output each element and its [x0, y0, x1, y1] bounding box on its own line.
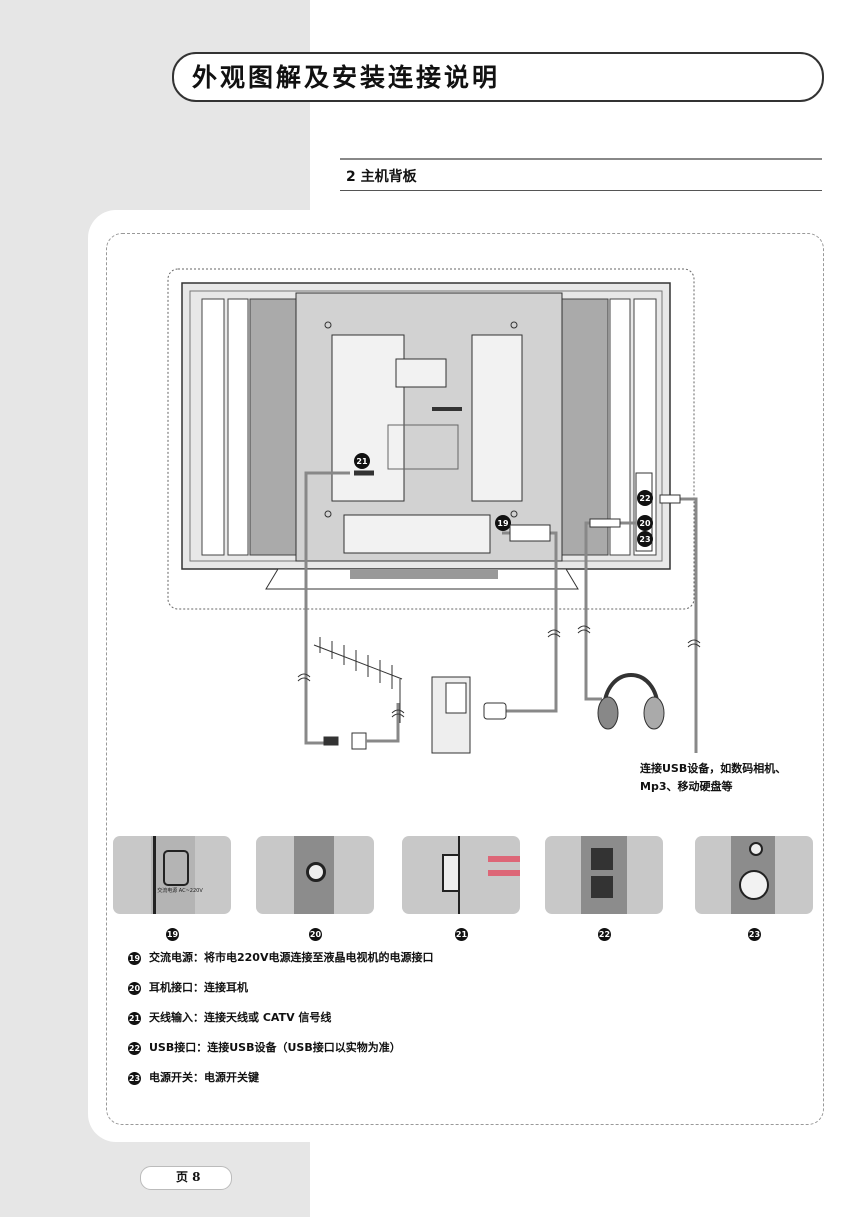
thumb-power: 交流电源 AC~220V [113, 836, 231, 914]
thumb-num: 21 [455, 928, 468, 941]
antenna-feed [366, 703, 400, 743]
page-title: 外观图解及安装连接说明 [192, 63, 501, 92]
dashed-frame [106, 233, 824, 1125]
callout-21: 21 [356, 457, 368, 466]
legend-text: 交流电源：将市电220V电源连接至液晶电视机的电源接口 [149, 951, 434, 964]
callout-20: 20 [639, 519, 651, 528]
antenna-jack-icon [442, 854, 460, 892]
power-jack-icon [163, 850, 189, 886]
power-jack-caption: 交流电源 AC~220V [157, 888, 203, 894]
thumb-num: 19 [166, 928, 179, 941]
callout-badge [495, 515, 511, 531]
power-switch-icon [739, 870, 769, 900]
usb-note-line1: 连接USB设备，如数码相机、 [640, 762, 787, 775]
section-rule-bottom [340, 190, 822, 191]
legend-text: 电源开关：电源开关键 [149, 1071, 259, 1084]
thumb-switch [695, 836, 813, 914]
callout-23: 23 [639, 535, 650, 544]
thumb-antenna [402, 836, 520, 914]
legend-text: 天线输入：连接天线或 CATV 信号线 [149, 1011, 332, 1024]
legend-item: 20 耳机接口：连接耳机 [128, 980, 248, 996]
legend-item: 21 天线输入：连接天线或 CATV 信号线 [128, 1010, 331, 1026]
usb-note: 连接USB设备，如数码相机、 Mp3、移动硬盘等 [640, 760, 786, 796]
thumb-num: 20 [309, 928, 322, 941]
thumb-num: 23 [748, 928, 761, 941]
legend-num: 23 [128, 1071, 141, 1085]
headphones-icon [597, 673, 665, 730]
legend-num: 22 [128, 1041, 141, 1055]
power-plug [509, 524, 551, 542]
legend-item: 19 交流电源：将市电220V电源连接至液晶电视机的电源接口 [128, 950, 433, 966]
callout-22: 22 [639, 494, 650, 503]
legend-num: 20 [128, 981, 141, 995]
connection-diagram: 21 19 22 20 23 [167, 268, 701, 754]
legend-num: 21 [128, 1011, 141, 1025]
legend-text: 耳机接口：连接耳机 [149, 981, 248, 994]
thumb-usb [545, 836, 663, 914]
antenna-cable [304, 471, 350, 745]
section-rule-top [340, 158, 822, 160]
antenna-icon [313, 637, 403, 750]
header-frame [172, 52, 824, 102]
legend-text: USB接口：连接USB设备（USB接口以实物为准） [149, 1041, 401, 1054]
page-number: 页 8 [176, 1170, 201, 1184]
section-title: 2 主机背板 [346, 169, 417, 185]
callout-19: 19 [497, 519, 509, 528]
usb-port-icon [591, 848, 613, 870]
headphone-jack-icon [306, 862, 326, 882]
callout-badge [354, 453, 370, 469]
legend-item: 22 USB接口：连接USB设备（USB接口以实物为准） [128, 1040, 401, 1056]
tv-back-icon [181, 282, 671, 590]
page-number-pill [140, 1166, 232, 1190]
thumb-num: 22 [598, 928, 611, 941]
callout-badge [637, 531, 653, 547]
legend-item: 23 电源开关：电源开关键 [128, 1070, 259, 1086]
tv-dotted-frame [167, 268, 695, 610]
usb-note-line2: Mp3、移动硬盘等 [640, 780, 733, 793]
callout-badge [637, 515, 653, 531]
thumb-headphone [256, 836, 374, 914]
wall-socket-icon [431, 676, 507, 754]
legend-num: 19 [128, 951, 141, 965]
callout-badge [637, 490, 653, 506]
